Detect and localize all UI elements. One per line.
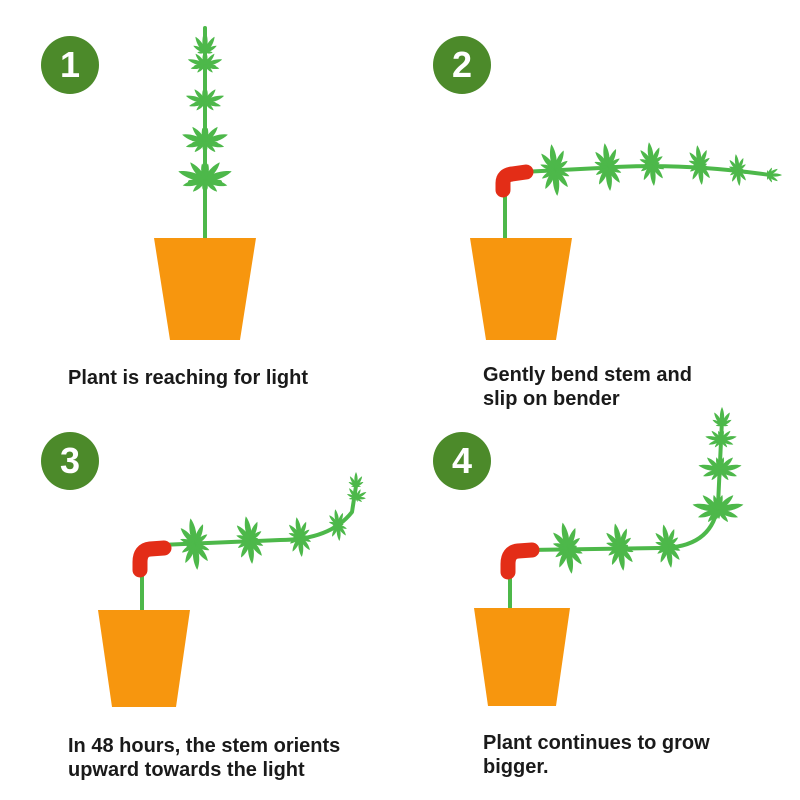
plant-stem <box>510 420 722 612</box>
flower-pot <box>98 610 190 707</box>
step-3-badge: 3 <box>41 432 99 490</box>
step-4-caption-line-2: bigger. <box>483 755 800 779</box>
step-3-caption-line-1: In 48 hours, the stem orients <box>68 734 408 758</box>
step-2-caption: Gently bend stem and slip on bender <box>483 363 800 411</box>
step-4-badge: 4 <box>433 432 491 490</box>
cannabis-leaf-icon <box>348 472 364 487</box>
step-3-caption-line-2: upward towards the light <box>68 758 408 782</box>
stem-bender <box>508 550 532 572</box>
panel-4-plant <box>474 407 746 706</box>
step-2-caption-line-2: slip on bender <box>483 387 800 411</box>
panel-1-plant <box>154 28 256 340</box>
panel-2-plant <box>470 140 782 340</box>
panel-3-plant <box>98 472 370 707</box>
step-1-badge: 1 <box>41 36 99 94</box>
step-2-badge: 2 <box>433 36 491 94</box>
stem-bender <box>503 172 526 190</box>
step-1-caption-line-1: Plant is reaching for light <box>68 366 408 390</box>
step-2-caption-line-1: Gently bend stem and <box>483 363 800 387</box>
step-4-caption: Plant continues to grow bigger. <box>483 731 800 779</box>
cannabis-leaf-icon <box>329 523 349 542</box>
step-3-caption: In 48 hours, the stem orients upward tow… <box>68 734 408 782</box>
flower-pot <box>470 238 572 340</box>
flower-pot <box>474 608 570 706</box>
cannabis-leaf-icon <box>193 30 218 54</box>
step-1-caption: Plant is reaching for light <box>68 366 408 390</box>
stem-bender <box>140 548 164 570</box>
cannabis-leaf-icon <box>767 167 782 183</box>
step-4-caption-line-1: Plant continues to grow <box>483 731 800 755</box>
flower-pot <box>154 238 256 340</box>
